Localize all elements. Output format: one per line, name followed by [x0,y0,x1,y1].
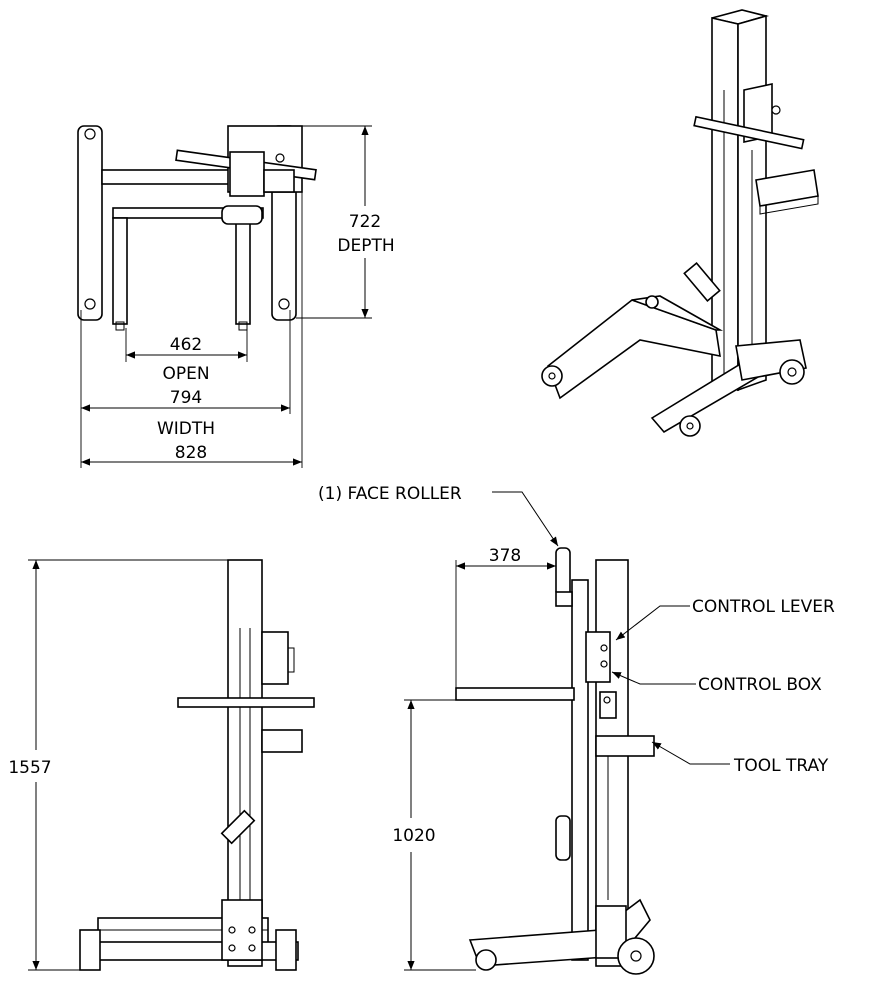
top-view-dimensions [80,125,372,468]
width-dimension-label: WIDTH [157,419,215,439]
open-dimension-label: OPEN [162,364,209,384]
width-outer-dimension-value: 828 [175,443,207,463]
control-lever-callout: CONTROL LEVER [692,597,835,617]
side-view-right [455,547,655,975]
platform-height-dimension-value: 1020 [392,826,435,846]
height-dimension-value: 1557 [8,758,51,778]
tool-tray-callout: TOOL TRAY [733,756,829,776]
face-roller-callout: (1) FACE ROLLER [318,484,462,504]
open-dimension-value: 462 [170,335,202,355]
depth-dimension-label: DEPTH [337,236,394,256]
isometric-view [541,9,819,437]
top-view [77,125,317,331]
side-view-left-dimensions [28,559,228,971]
control-box-callout: CONTROL BOX [698,675,822,695]
reach-dimension-value: 378 [489,546,521,566]
width-inner-dimension-value: 794 [170,388,202,408]
side-view-left [79,559,315,971]
depth-dimension-value: 722 [349,212,381,232]
side-view-right-dimensions [404,560,556,971]
callout-leaders [492,491,730,765]
